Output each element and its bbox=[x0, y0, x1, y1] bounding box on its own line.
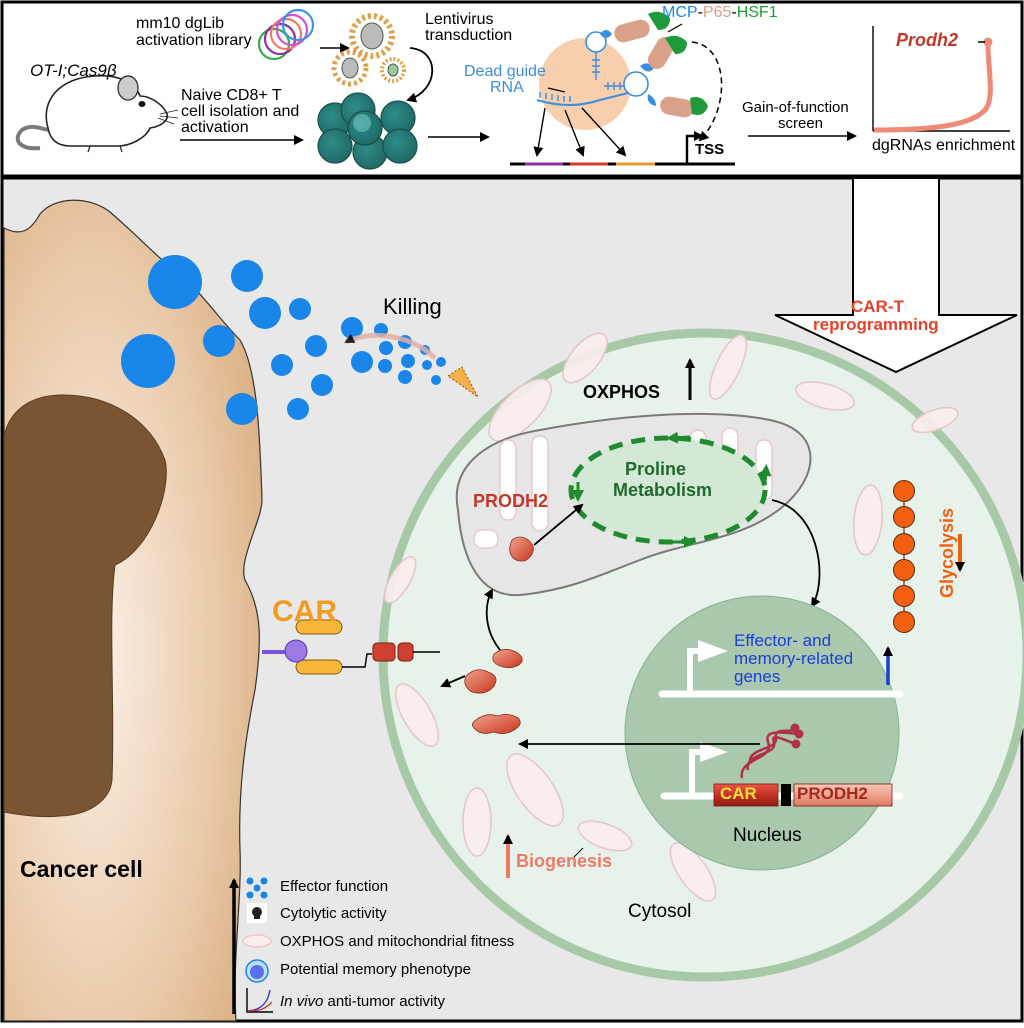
car-label: CAR bbox=[272, 595, 337, 628]
lentivirus-label: transduction bbox=[425, 27, 513, 44]
skull-icon bbox=[247, 903, 267, 923]
effector-granules bbox=[121, 255, 446, 425]
promoter-flag bbox=[700, 742, 728, 762]
effector-dots-icon bbox=[246, 877, 268, 899]
granule-release-cone bbox=[447, 366, 479, 398]
oxphos-label: OXPHOS bbox=[583, 382, 661, 402]
killing-label: Killing bbox=[383, 294, 442, 319]
target-dna bbox=[510, 107, 735, 166]
killing-arrow bbox=[344, 332, 437, 360]
mouse-strain-label: OT-I;Cas9β bbox=[30, 61, 117, 80]
prodh2-protein-icon bbox=[464, 536, 534, 734]
legend-item-anti-tumor-activity: In vivo anti-tumor activity bbox=[280, 994, 445, 1010]
mcp-label: MCP bbox=[662, 4, 698, 21]
construct-linker bbox=[781, 784, 791, 806]
lentivirus-icon bbox=[331, 13, 406, 87]
cycle-arrowhead bbox=[666, 431, 691, 444]
construct-car-label: CAR bbox=[720, 784, 757, 803]
construct-prodh2-label: PRODH2 bbox=[797, 784, 868, 803]
promoter-flag bbox=[689, 749, 702, 796]
mrna-icon bbox=[740, 723, 804, 779]
in-vivo-italic: In vivo bbox=[280, 993, 324, 1010]
tss-label: TSS bbox=[695, 141, 725, 158]
arrow bbox=[533, 503, 584, 546]
screen-label: Gain-of-function bbox=[742, 99, 849, 116]
legend-item-memory-phenotype: Potential memory phenotype bbox=[280, 961, 471, 978]
mitochondrion-icon bbox=[242, 934, 272, 948]
memory-cell-icon bbox=[245, 959, 269, 983]
car-t-reprogramming-arrow bbox=[774, 177, 1018, 374]
reprogramming-label: reprogramming bbox=[813, 315, 939, 334]
tcell-isolation-label: cell isolation and bbox=[181, 103, 300, 120]
dead-guide-label: Dead guide bbox=[464, 63, 546, 80]
p65-label: P65 bbox=[702, 4, 732, 21]
glycolysis-label: Glycolysis bbox=[937, 507, 957, 598]
plasmid-library-icon bbox=[257, 8, 315, 61]
library-label: activation library bbox=[136, 32, 252, 49]
proline-metabolism-label: Metabolism bbox=[613, 480, 713, 500]
tcell-isolation-label: Naive CD8+ T bbox=[181, 87, 282, 104]
legend-item-oxphos: OXPHOS and mitochondrial fitness bbox=[280, 933, 515, 950]
construct-car-segment bbox=[713, 783, 779, 807]
dcas9-complex-icon bbox=[536, 11, 723, 142]
enrichment-curve-icon bbox=[872, 26, 1010, 133]
reprogramming-label: CAR-T bbox=[851, 297, 904, 316]
effector-genes-label: genes bbox=[734, 667, 781, 686]
separator: - bbox=[697, 4, 703, 21]
screen-label: screen bbox=[778, 115, 824, 132]
cancer-cell-label: Cancer cell bbox=[20, 856, 143, 882]
main-panel bbox=[0, 176, 1024, 1023]
mitochondria-background bbox=[383, 332, 959, 902]
top-panel bbox=[0, 0, 1024, 178]
prodh2-hit-label: Prodh2 bbox=[896, 30, 959, 50]
enrichment-axis-label: dgRNAs enrichment bbox=[872, 137, 1016, 154]
curve-chart-icon bbox=[246, 988, 273, 1013]
activator-complex-label: MCP-P65-HSF1 bbox=[662, 4, 778, 22]
cytosol-label: Cytosol bbox=[628, 901, 692, 922]
hsf1-label: HSF1 bbox=[736, 4, 778, 21]
mouse-icon bbox=[15, 74, 179, 153]
glycolysis-chain-icon bbox=[893, 480, 915, 633]
t-cell-cluster-icon bbox=[317, 92, 418, 170]
arrow bbox=[771, 499, 821, 608]
cancer-nucleus bbox=[3, 394, 167, 818]
arrow bbox=[440, 675, 466, 688]
effector-genes-label: memory-related bbox=[734, 649, 854, 668]
legend-item-label: anti-tumor activity bbox=[323, 993, 446, 1010]
construct-prodh2-segment bbox=[793, 783, 893, 807]
effector-genes-label: Effector- and bbox=[734, 631, 832, 650]
car-receptor-icon bbox=[262, 619, 440, 675]
proline-metabolism-label: Proline bbox=[625, 459, 687, 479]
promoter-flag bbox=[698, 640, 728, 662]
prodh2-protein-label: PRODH2 bbox=[473, 491, 549, 511]
legend-item-cytolytic-activity: Cytolytic activity bbox=[280, 905, 387, 922]
library-label: mm10 dgLib bbox=[136, 15, 225, 32]
dead-guide-label: RNA bbox=[490, 79, 524, 96]
promoter-flag bbox=[687, 648, 700, 694]
nucleus-label: Nucleus bbox=[733, 825, 802, 846]
leader-line bbox=[573, 847, 584, 858]
arrow bbox=[483, 588, 501, 651]
biogenesis-label: Biogenesis bbox=[516, 851, 613, 871]
tcell-isolation-label: activation bbox=[181, 119, 249, 136]
legend-item-effector-function: Effector function bbox=[280, 878, 389, 895]
cycle-arrowhead bbox=[759, 464, 772, 484]
lentivirus-label: Lentivirus bbox=[425, 11, 494, 28]
separator: - bbox=[731, 4, 737, 21]
transduction-arrow bbox=[406, 47, 434, 103]
